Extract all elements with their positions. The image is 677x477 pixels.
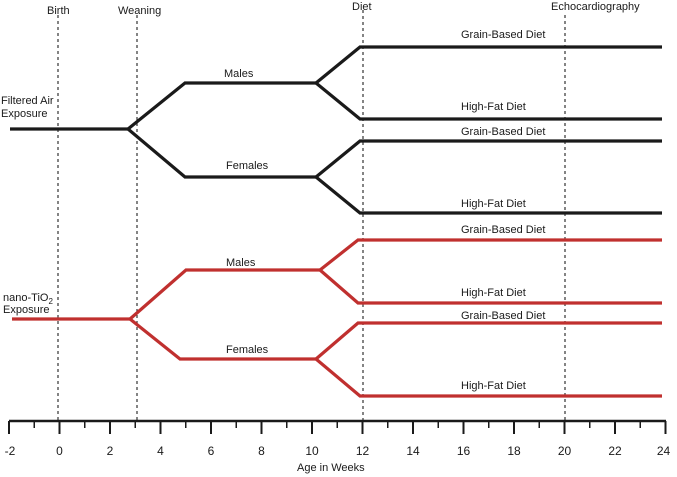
nano-tio2-label-line2: Exposure (3, 304, 49, 316)
birth-label: Birth (47, 5, 70, 17)
tick-label: 16 (457, 444, 471, 458)
air-males-highfat-line (314, 81, 662, 121)
air-males-highfat-label: High-Fat Diet (461, 101, 526, 113)
tick-label: 2 (107, 444, 114, 458)
diet-label: Diet (352, 1, 372, 13)
air-females-grain-line (314, 139, 662, 179)
air-females-label: Females (226, 160, 269, 172)
air-males-grain-line (314, 45, 662, 85)
filtered-air-tree (10, 45, 662, 215)
tick-label: 12 (356, 444, 370, 458)
tio2-males-label: Males (226, 257, 256, 269)
tio2-females-highfat-label: High-Fat Diet (461, 380, 526, 392)
tio2-females-branch (129, 317, 316, 361)
echocardiography-label: Echocardiography (551, 1, 640, 13)
tick-label: 14 (406, 444, 420, 458)
tio2-females-grain-label: Grain-Based Diet (461, 310, 545, 322)
tio2-males-highfat-line (318, 268, 662, 305)
weaning-label: Weaning (118, 5, 161, 17)
tio2-males-highfat-label: High-Fat Diet (461, 287, 526, 299)
filtered-air-label-line1: Filtered Air (1, 95, 54, 107)
air-females-branch (126, 127, 316, 179)
tio2-females-grain-line (314, 321, 662, 361)
tick-label: 24 (657, 444, 671, 458)
tick-label: 6 (208, 444, 215, 458)
tick-label: 10 (305, 444, 319, 458)
nano-tio2-tree (12, 238, 662, 398)
nano-tio2-label-prefix: nano-TiO (3, 292, 49, 304)
tick-label: 8 (258, 444, 265, 458)
air-males-label: Males (224, 68, 254, 80)
air-males-branch (126, 81, 316, 131)
tick-label: -2 (5, 444, 16, 458)
tio2-females-label: Females (226, 344, 269, 356)
nano-tio2-label-line1: nano-TiO2 (3, 292, 53, 306)
tio2-males-branch (128, 268, 320, 321)
air-males-grain-label: Grain-Based Diet (461, 29, 545, 41)
tick-label: 4 (157, 444, 164, 458)
tick-label: 0 (56, 444, 63, 458)
air-females-highfat-label: High-Fat Diet (461, 198, 526, 210)
air-females-grain-label: Grain-Based Diet (461, 126, 545, 138)
tick-label: 22 (608, 444, 622, 458)
tio2-females-highfat-line (314, 357, 662, 398)
tick-label: 20 (558, 444, 572, 458)
air-females-highfat-line (314, 175, 662, 215)
tio2-males-grain-line (319, 238, 662, 272)
tick-label: 18 (507, 444, 521, 458)
nano-tio2-label-subscript: 2 (48, 297, 53, 306)
filtered-air-label-line2: Exposure (1, 108, 47, 120)
axis-title: Age in Weeks (297, 462, 365, 474)
tio2-males-grain-label: Grain-Based Diet (461, 224, 545, 236)
